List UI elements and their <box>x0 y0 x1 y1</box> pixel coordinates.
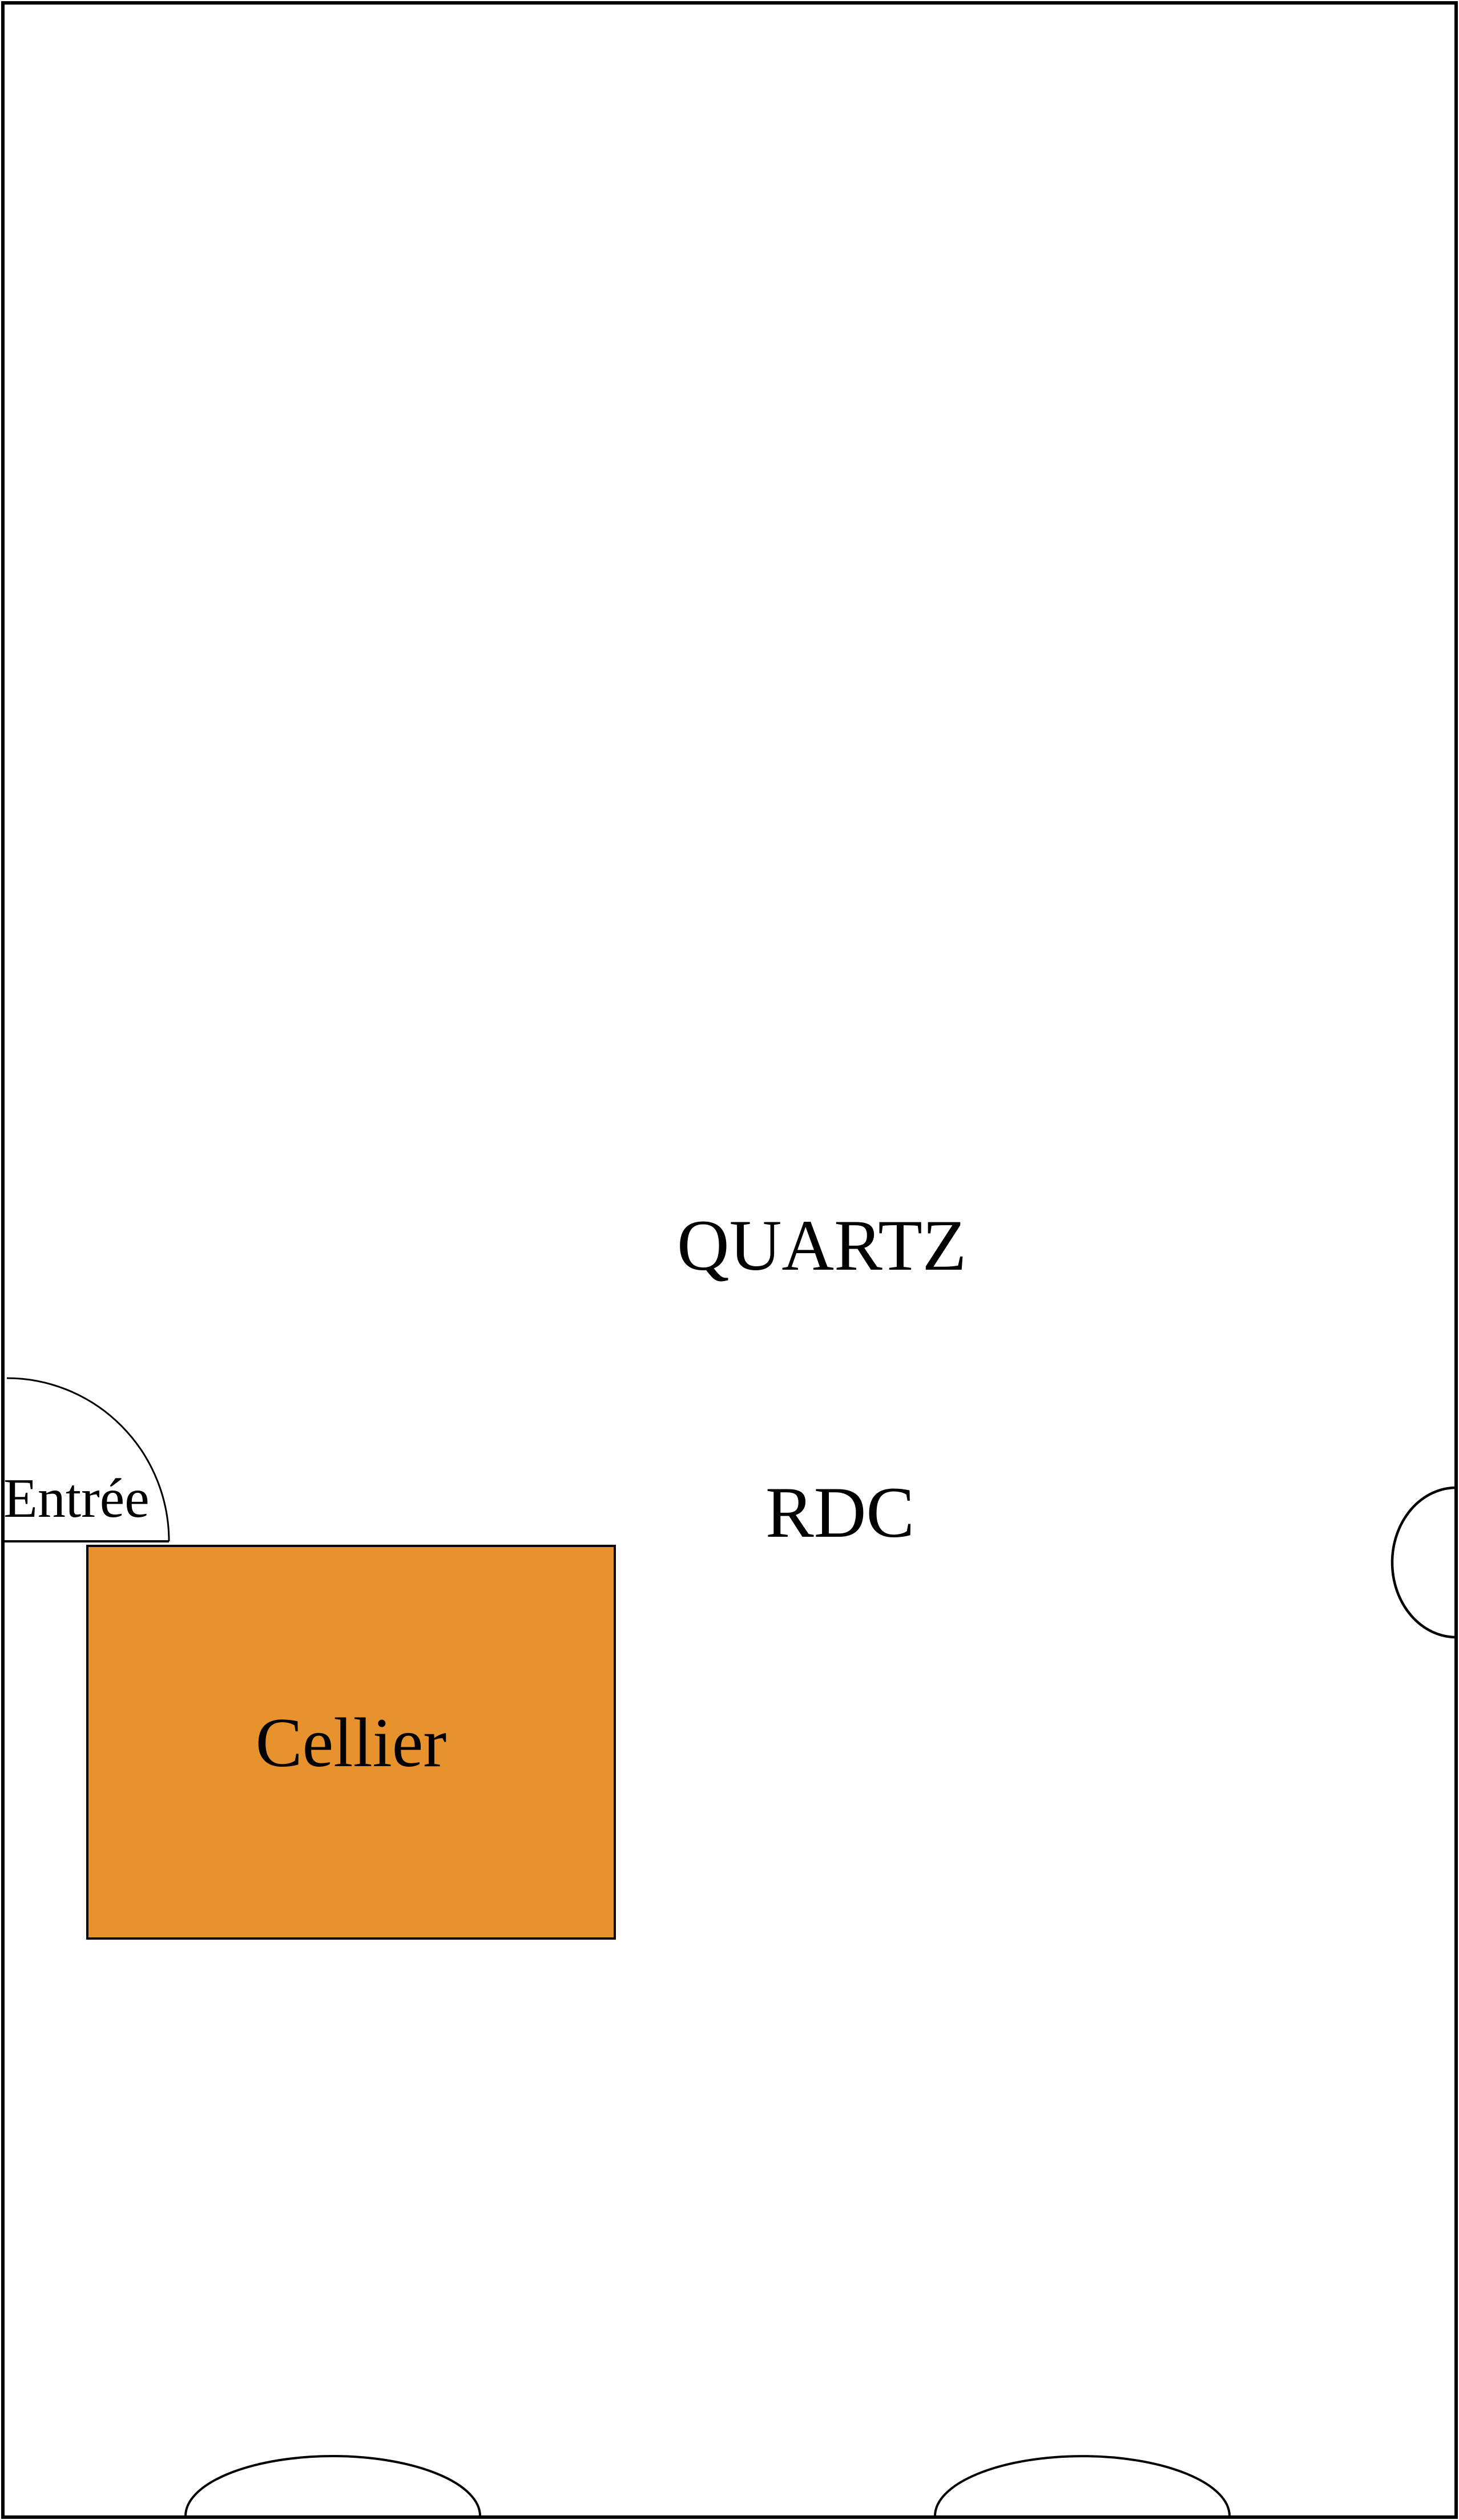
entry-label: Entrée <box>3 1468 150 1529</box>
bottom-left-door-swing-arc-icon <box>184 2455 481 2517</box>
room-cellier-label: Cellier <box>255 1703 447 1782</box>
level-label: RDC <box>765 1473 915 1553</box>
room-cellier-rect <box>86 1545 616 1940</box>
room-cellier: Cellier <box>87 1546 615 1939</box>
right-wall-door-swing-arc-icon <box>1391 1486 1457 1639</box>
entry-door-swing-arc-icon <box>6 1377 170 1542</box>
bottom-right-door-swing-arc-icon <box>934 2455 1231 2517</box>
floor-title-label: QUARTZ <box>677 1206 967 1286</box>
